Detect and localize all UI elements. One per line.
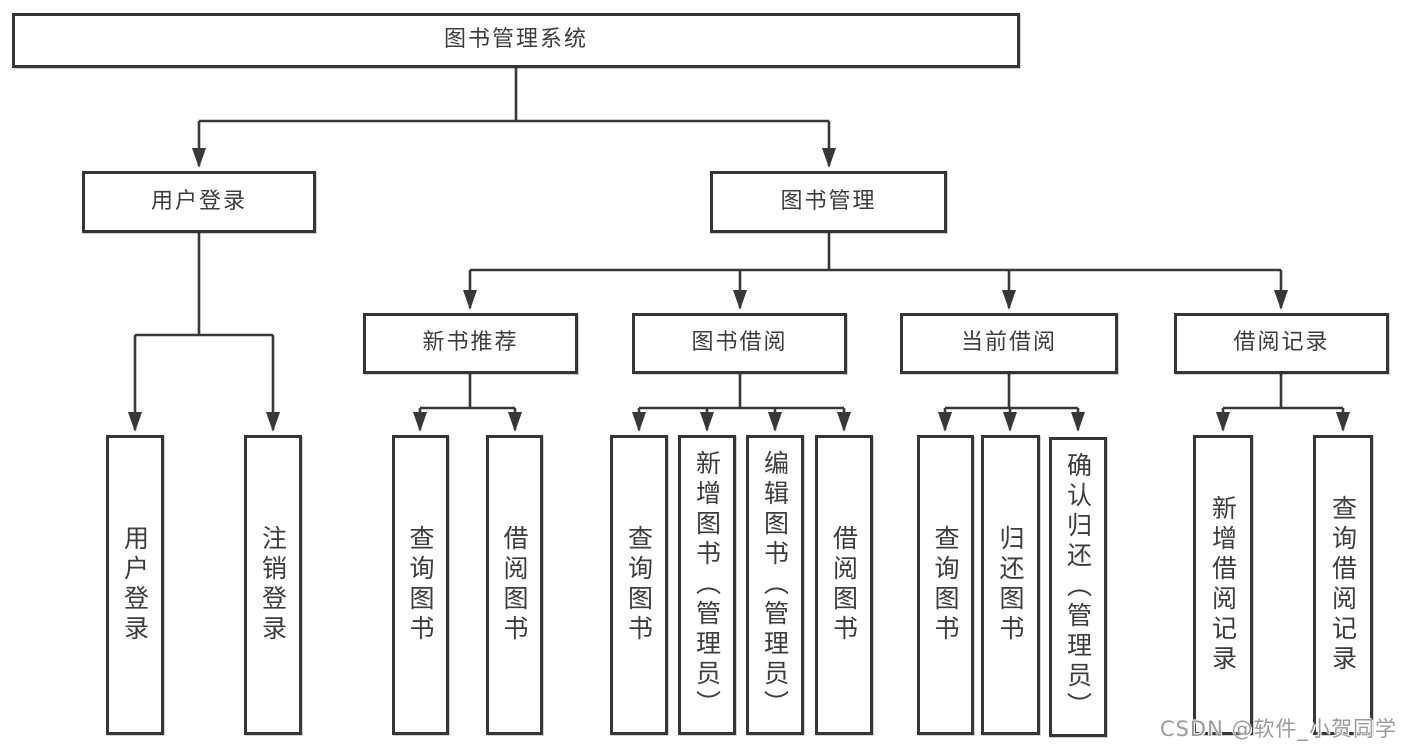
node-current-borrow: 当前借阅 bbox=[900, 313, 1118, 374]
connector-book-borrow-trunk bbox=[639, 374, 844, 410]
connector-current-borrow-trunk bbox=[945, 374, 1078, 410]
connector-borrow-record-trunk bbox=[1223, 374, 1343, 410]
node-leaf-borrow-books: 借阅图书 bbox=[815, 435, 873, 735]
connector-root-trunk bbox=[199, 68, 829, 123]
node-leaf-add-borrow-record: 新增借阅记录 bbox=[1193, 435, 1253, 735]
node-user-login: 用户登录 bbox=[82, 171, 316, 233]
node-library-management-system: 图书管理系统 bbox=[12, 13, 1020, 68]
node-leaf-edit-books-admin: 编辑图书（管理员） bbox=[746, 435, 804, 735]
node-leaf-return-books: 归还图书 bbox=[981, 435, 1040, 735]
node-leaf-logout: 注销登录 bbox=[244, 435, 302, 735]
node-leaf-query-books-current: 查询图书 bbox=[917, 435, 974, 735]
node-book-borrow: 图书借阅 bbox=[632, 313, 847, 374]
connector-book-management-trunk bbox=[470, 233, 1281, 272]
connector-new-book-trunk bbox=[420, 374, 515, 410]
node-leaf-confirm-return-admin: 确认归还（管理员） bbox=[1049, 437, 1107, 737]
node-leaf-borrow-books-recommend: 借阅图书 bbox=[486, 435, 543, 735]
node-leaf-add-books-admin: 新增图书（管理员） bbox=[678, 435, 736, 735]
node-leaf-query-borrow-record: 查询借阅记录 bbox=[1313, 435, 1373, 735]
connector-user-login-trunk bbox=[135, 233, 273, 337]
node-new-book-recommend: 新书推荐 bbox=[363, 313, 578, 374]
node-leaf-query-books-recommend: 查询图书 bbox=[392, 435, 449, 735]
node-leaf-user-login: 用户登录 bbox=[106, 435, 164, 735]
node-book-management: 图书管理 bbox=[710, 171, 947, 233]
node-borrow-records: 借阅记录 bbox=[1174, 313, 1389, 374]
node-leaf-query-books-borrow: 查询图书 bbox=[610, 435, 668, 735]
csdn-watermark: CSDN @软件_小贺同学 bbox=[1159, 717, 1397, 741]
